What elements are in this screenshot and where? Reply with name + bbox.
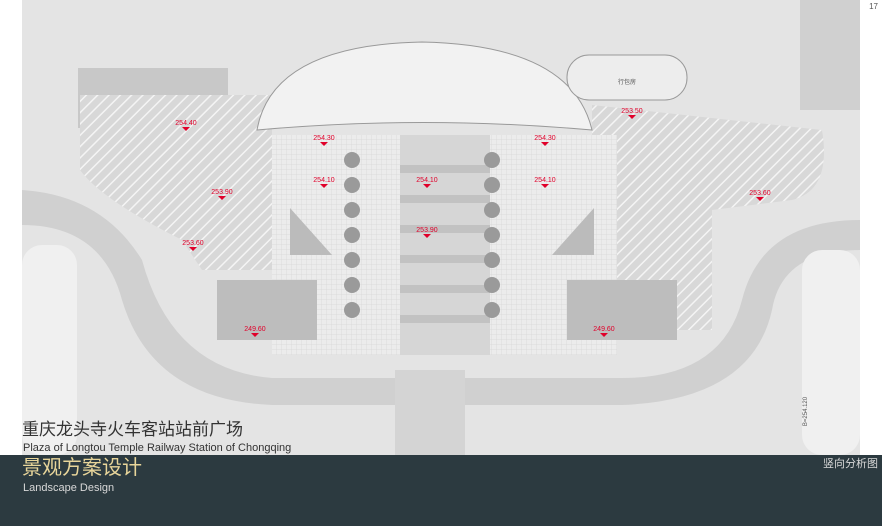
right-plaza — [592, 105, 824, 330]
title-band — [0, 455, 882, 526]
elevation-marker: 249.60 — [589, 326, 619, 337]
road-label: B=254.120 — [803, 396, 810, 427]
subtitle-en: Landscape Design — [23, 482, 115, 494]
left-plaza — [80, 95, 272, 270]
road — [800, 0, 860, 110]
project-title-en: Plaza of Longtou Temple Railway Station … — [23, 442, 292, 454]
elevation-marker: 249.60 — [240, 326, 270, 337]
triangular-feature — [290, 208, 332, 255]
paving-bands — [400, 165, 490, 323]
elevation-marker: 253.60 — [745, 190, 775, 201]
subtitle-cn: 景观方案设计 — [22, 455, 142, 479]
planting-square — [567, 280, 677, 340]
steps — [395, 370, 465, 455]
project-title-cn: 重庆龙头寺火车客站站前广场 — [22, 420, 243, 440]
plan-drawing — [22, 0, 860, 455]
side-block — [22, 245, 77, 455]
elevation-marker: 253.50 — [617, 108, 647, 119]
elevation-marker: 254.30 — [530, 135, 560, 146]
elevation-marker: 254.10 — [412, 177, 442, 188]
page-frame: 17 — [860, 0, 882, 455]
page-number: 17 — [869, 2, 878, 11]
site-plan — [22, 0, 860, 455]
baggage-building — [566, 54, 688, 101]
elevation-marker: 254.10 — [309, 177, 339, 188]
baggage-building-label: 行包房 — [618, 80, 637, 86]
elevation-marker: 253.60 — [178, 240, 208, 251]
elevation-marker: 254.10 — [530, 177, 560, 188]
triangular-feature — [552, 208, 594, 255]
station-dome — [256, 41, 593, 131]
side-block — [802, 250, 860, 455]
elevation-marker: 253.90 — [412, 227, 442, 238]
sheet-name: 竖向分析图 — [823, 458, 878, 470]
elevation-marker: 254.40 — [171, 120, 201, 131]
elevation-marker: 254.30 — [309, 135, 339, 146]
tree-rows — [344, 152, 500, 318]
elevation-marker: 253.90 — [207, 189, 237, 200]
